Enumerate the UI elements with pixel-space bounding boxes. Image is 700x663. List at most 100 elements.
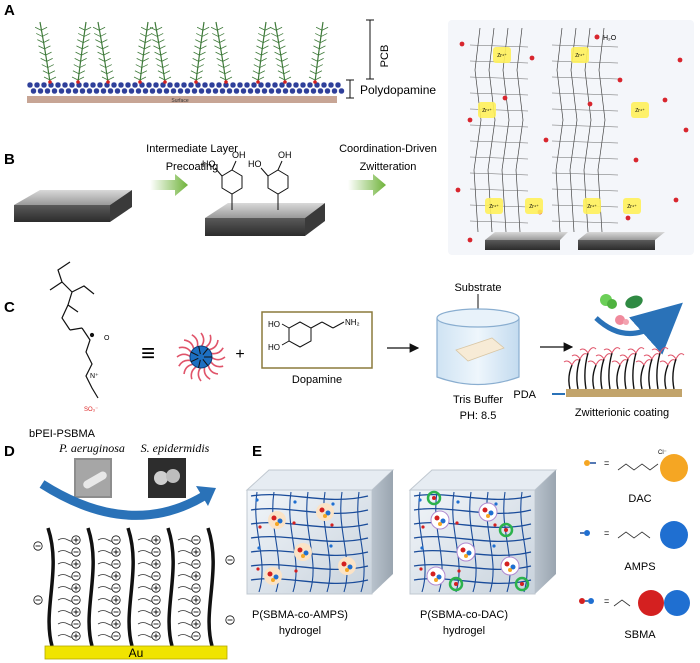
pcb-side-chain <box>277 70 291 75</box>
pda-bead <box>30 87 37 95</box>
bacterium1-name: P. aeruginosa <box>58 441 125 455</box>
pcb-side-chain <box>258 26 272 31</box>
pda-bead <box>89 81 97 89</box>
pda-bead <box>173 81 181 89</box>
pda-bead <box>131 81 139 89</box>
coating-backbone <box>632 352 637 390</box>
coating-zwitterion <box>587 359 605 366</box>
pcb-side-chain <box>157 70 171 75</box>
coating-backbone <box>648 358 653 390</box>
pcb-side-chain <box>134 70 148 75</box>
zr-label: Zr⁴⁺ <box>575 53 585 59</box>
zr-site <box>623 198 641 214</box>
pda-bead <box>296 87 303 95</box>
pda-bead <box>275 87 282 95</box>
panel-b: B Intermediate Layer Precoating <box>4 20 694 255</box>
pda-bead <box>201 81 209 89</box>
catechol1-ho: HO <box>202 159 216 169</box>
pda-bead <box>247 87 254 95</box>
pcb-side-chain <box>78 26 92 31</box>
free-bead <box>331 502 335 506</box>
pcb-side-chain <box>140 33 153 37</box>
amps-bead <box>488 510 494 516</box>
pda-bead <box>68 81 76 89</box>
coating-zwitterion <box>659 359 677 366</box>
b-brush-chain <box>473 27 482 233</box>
plus-sign-icon <box>153 561 159 567</box>
water-molecule <box>502 95 508 101</box>
b-brush-chain <box>487 27 496 233</box>
ester-o: O <box>104 335 110 342</box>
pcb-side-chain <box>140 26 154 31</box>
pcb-side-chain <box>98 57 111 62</box>
sbma-bead <box>504 528 508 532</box>
pda-bead <box>124 81 132 89</box>
water-molecule <box>625 215 631 221</box>
cl-label: Cl⁻ <box>658 450 667 456</box>
pcb-side-chain <box>193 51 206 56</box>
pda-label: PDA <box>513 389 536 401</box>
pcb-side-chain <box>192 57 205 62</box>
pda-bead <box>40 81 48 89</box>
amps-bead <box>347 564 353 570</box>
ph-label: PH: 8.5 <box>460 410 497 422</box>
pda-bead <box>320 81 328 89</box>
dac-bead <box>464 554 468 558</box>
gel-strand <box>357 491 365 593</box>
sbma-bead <box>319 507 325 513</box>
bacterium2-image <box>148 458 186 498</box>
anchor-point <box>106 80 110 84</box>
dac-bead <box>508 568 512 572</box>
dac-bead <box>275 522 279 526</box>
gel2-name: P(SBMA-co-DAC) <box>420 609 508 621</box>
zr-site <box>525 198 543 214</box>
pcb-side-chain <box>312 51 325 56</box>
star-core-branch <box>198 359 201 368</box>
gel-strand <box>289 491 297 593</box>
legend-sbma-name: SBMA <box>624 629 656 641</box>
surface-layer <box>27 96 337 103</box>
pcb-side-chain <box>219 76 233 81</box>
ion-cluster <box>456 542 476 562</box>
pcb-side-chain <box>315 33 328 37</box>
free-bead <box>255 498 259 502</box>
coating-zwitterion <box>563 359 581 366</box>
dac-bead <box>438 522 442 526</box>
brush-backbone <box>46 527 55 647</box>
coating-zwitterion <box>651 347 669 354</box>
pcb-chain <box>215 21 227 83</box>
coating-zwitterion <box>571 353 589 360</box>
free-bead <box>292 521 296 525</box>
panel-b-label: B <box>4 151 15 168</box>
b-crosslink <box>551 92 619 96</box>
pcb-side-chain <box>135 64 148 68</box>
pda-bead <box>180 81 188 89</box>
catechol1-oh: OH <box>232 150 246 160</box>
panel-e-label: E <box>252 443 262 460</box>
pcb-side-chain <box>74 57 87 62</box>
plus-sign-icon <box>153 609 159 615</box>
coating-backbone <box>672 358 677 390</box>
coating-backbone <box>664 364 669 390</box>
pcb-side-chain <box>216 57 229 62</box>
b-crosslink <box>551 44 619 48</box>
b-crosslink <box>469 124 529 128</box>
pda-bead <box>310 87 317 95</box>
anchor-point <box>48 80 52 84</box>
plus-sign-icon <box>73 585 79 591</box>
pcb-side-chain <box>153 45 166 50</box>
water-molecule <box>467 237 473 243</box>
pcb-side-chain <box>315 26 329 31</box>
pda-bead <box>327 81 335 89</box>
step2-arrow <box>348 174 386 196</box>
pda-bead <box>229 81 237 89</box>
dopamine-name: Dopamine <box>292 374 342 386</box>
pda-bead <box>54 81 62 89</box>
coating-zwitterion <box>627 347 645 354</box>
pda-bead <box>65 87 72 95</box>
bottom-slabs <box>485 232 665 250</box>
pcb-side-chain <box>154 51 167 56</box>
free-bead <box>456 500 460 504</box>
pda-bead <box>156 87 163 95</box>
pcb-side-chain <box>71 76 85 81</box>
